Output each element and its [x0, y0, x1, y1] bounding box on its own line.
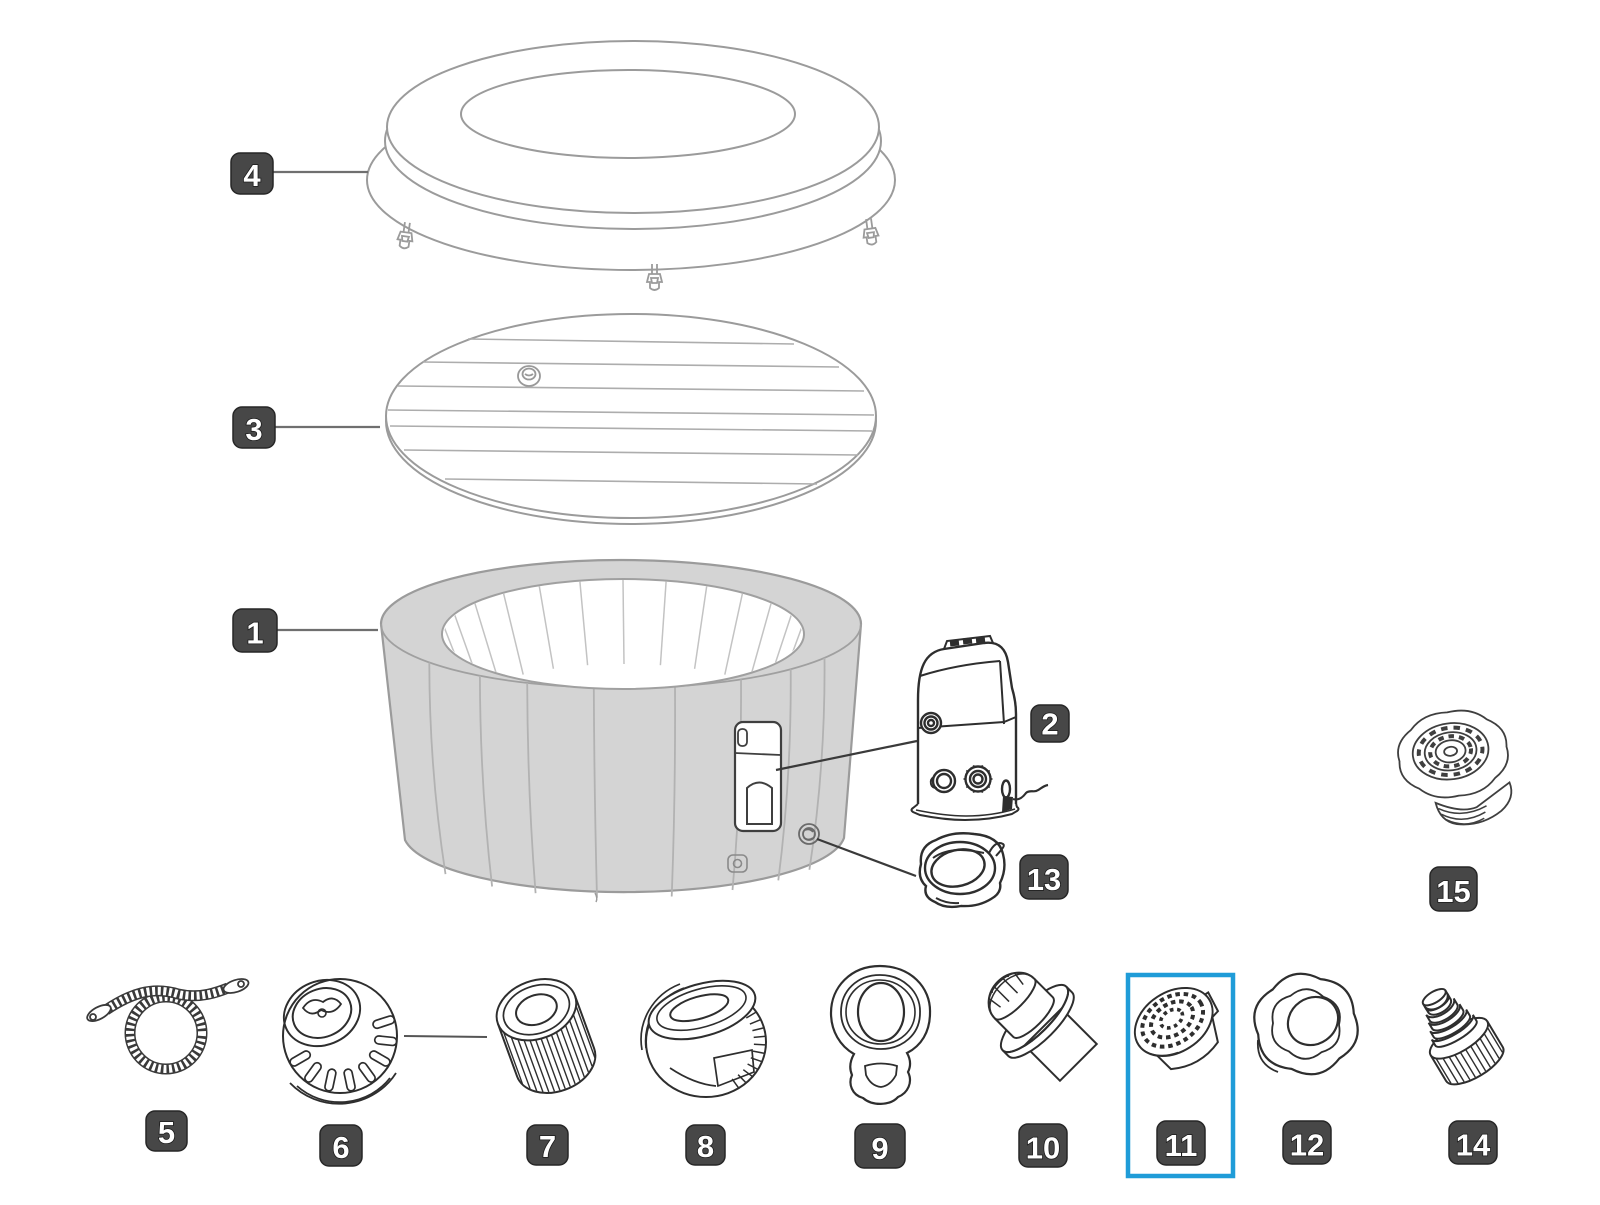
svg-text:14: 14 [1456, 1127, 1491, 1162]
svg-text:13: 13 [1027, 862, 1061, 897]
svg-text:3: 3 [245, 412, 262, 447]
svg-text:6: 6 [332, 1130, 349, 1165]
svg-text:15: 15 [1436, 874, 1470, 909]
svg-text:11: 11 [1165, 1128, 1198, 1163]
svg-text:1: 1 [246, 615, 263, 650]
svg-text:8: 8 [697, 1129, 714, 1164]
svg-text:4: 4 [243, 158, 261, 193]
svg-text:5: 5 [158, 1115, 175, 1150]
svg-text:9: 9 [871, 1131, 888, 1166]
svg-text:12: 12 [1290, 1127, 1324, 1162]
svg-text:7: 7 [539, 1129, 556, 1164]
svg-text:2: 2 [1041, 707, 1058, 742]
svg-text:10: 10 [1026, 1130, 1060, 1165]
